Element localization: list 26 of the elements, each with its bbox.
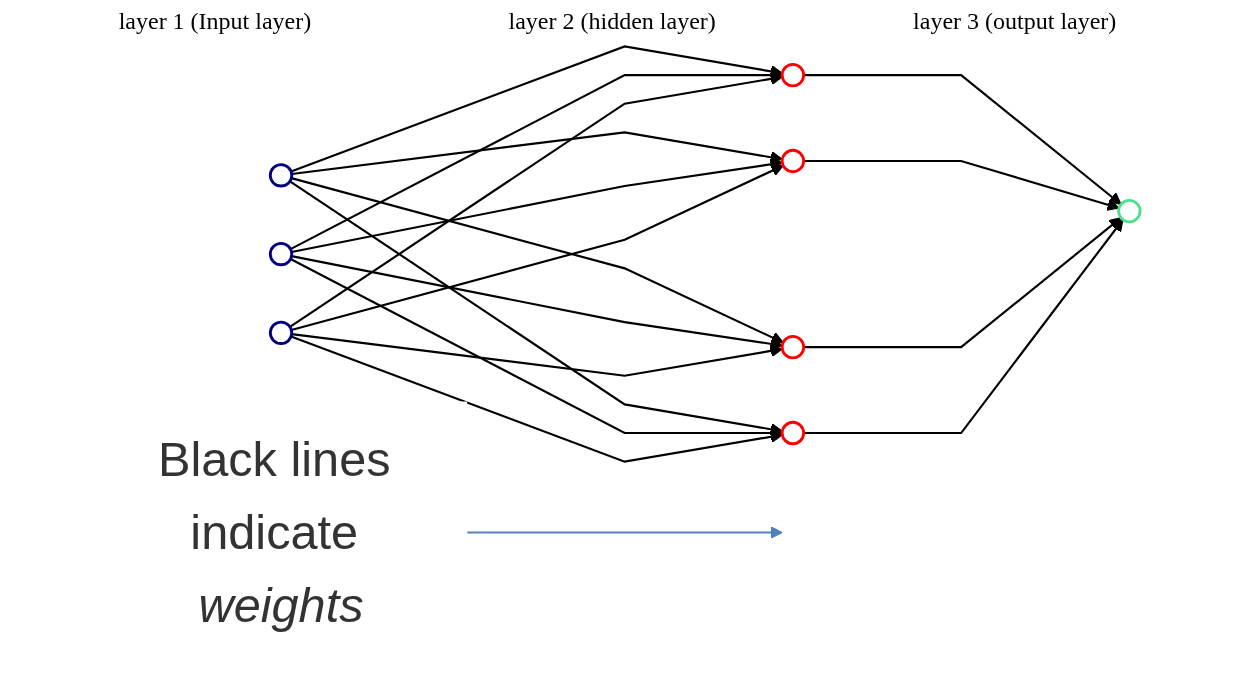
arrow bbox=[803, 74, 1122, 205]
arrow bbox=[291, 333, 783, 377]
arrow bbox=[467, 526, 783, 539]
arrow bbox=[803, 217, 1122, 349]
node-circle bbox=[780, 62, 806, 88]
node-circle bbox=[780, 148, 806, 174]
arrow bbox=[803, 159, 1120, 211]
layer-label: layer 3 (output layer) bbox=[913, 8, 1117, 35]
arrow bbox=[291, 131, 783, 176]
node-circle bbox=[780, 334, 806, 360]
node-circle bbox=[268, 320, 294, 345]
node-circle bbox=[780, 420, 806, 446]
layer-label: layer 2 (hidden layer) bbox=[508, 8, 716, 35]
arrow bbox=[290, 335, 783, 463]
layer-label: layer 1 (Input layer) bbox=[118, 8, 312, 35]
arrow bbox=[291, 255, 783, 351]
node-circle bbox=[1117, 198, 1142, 224]
arrow bbox=[803, 219, 1124, 435]
node-circle bbox=[268, 241, 294, 267]
node-text: Black lines indicate weights bbox=[157, 431, 391, 633]
arrow bbox=[291, 158, 783, 254]
arrow bbox=[289, 180, 783, 436]
arrow bbox=[290, 68, 783, 251]
node-circle bbox=[268, 163, 294, 188]
arrow bbox=[289, 72, 783, 328]
arrow bbox=[290, 45, 783, 173]
